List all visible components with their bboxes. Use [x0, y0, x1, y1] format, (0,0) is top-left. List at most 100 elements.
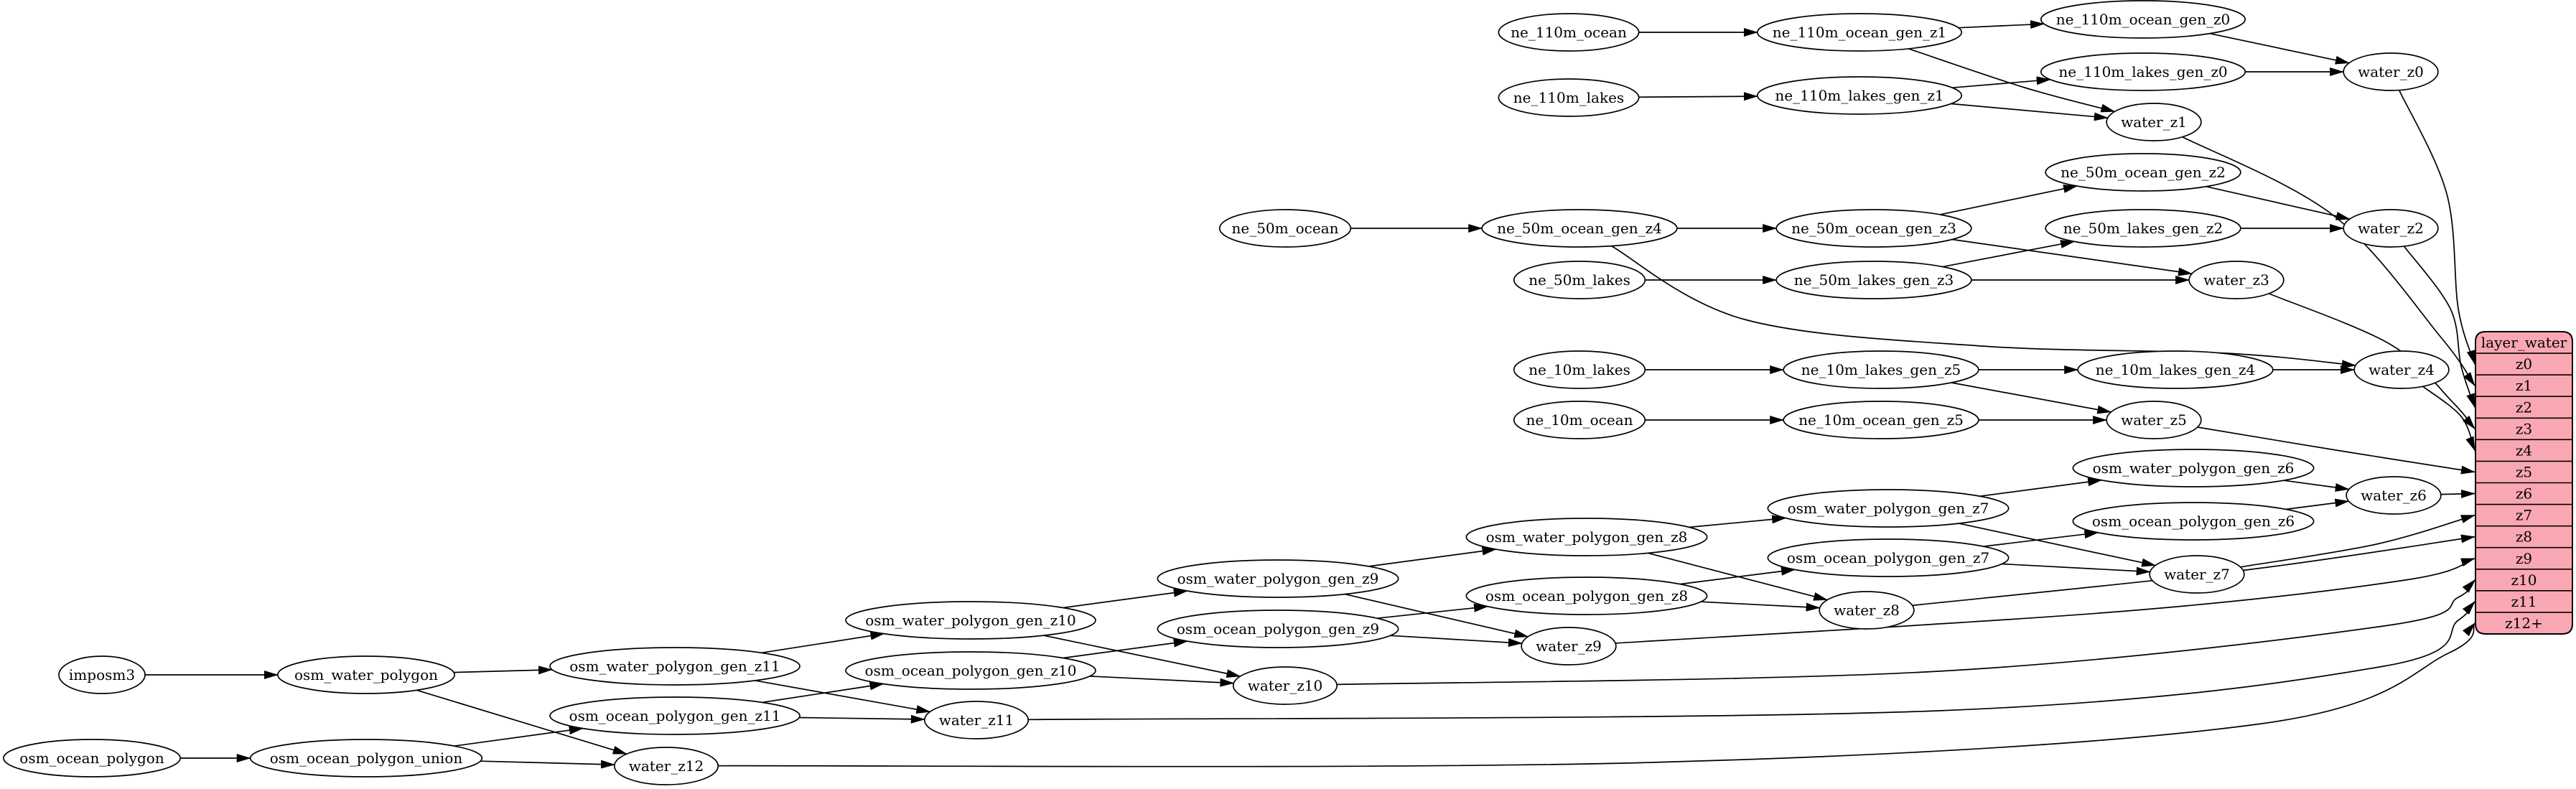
node-ellipse-ne_50m_lakes: [1513, 261, 1646, 299]
node-ellipse-osm_water_polygon_gen_z9: [1157, 559, 1399, 598]
node-ellipse-osm_ocean_polygon_gen_z11: [549, 696, 801, 735]
node-label-water_z9: water_z9: [1536, 638, 1602, 655]
edge-osm_ocean_polygon_gen_z11-to-water_z11: [799, 714, 925, 724]
node-label-ne_110m_ocean: ne_110m_ocean: [1511, 24, 1627, 41]
record-row-z1: z1: [2516, 377, 2532, 394]
record-row-z2: z2: [2516, 398, 2532, 416]
node-label-osm_ocean_polygon_gen_z6: osm_ocean_polygon_gen_z6: [2092, 513, 2295, 530]
edge-osm_water_polygon-to-osm_water_polygon_gen_z11: [454, 666, 553, 675]
node-ne_50m_lakes_gen_z2: ne_50m_lakes_gen_z2: [2045, 209, 2241, 248]
edge-osm_water_polygon_gen_z11-to-water_z11: [755, 680, 931, 714]
node-ne_50m_ocean_gen_z3: ne_50m_ocean_gen_z3: [1775, 209, 1972, 248]
node-ellipse-water_z6: [2346, 476, 2442, 515]
node-ellipse-osm_ocean_polygon_gen_z9: [1157, 610, 1399, 648]
node-osm_ocean_polygon_gen_z8: osm_ocean_polygon_gen_z8: [1465, 576, 1708, 615]
node-label-ne_10m_ocean: ne_10m_ocean: [1526, 411, 1633, 429]
edge-ne_110m_lakes_gen_z1-to-ne_110m_lakes_gen_z0: [1952, 76, 2051, 89]
node-water_z8: water_z8: [1819, 591, 1915, 630]
node-ellipse-osm_water_polygon_gen_z10: [845, 601, 1096, 640]
node-ne_110m_lakes: ne_110m_lakes: [1498, 78, 1640, 117]
node-label-water_z1: water_z1: [2121, 113, 2187, 131]
node-ellipse-ne_110m_lakes_gen_z1: [1756, 76, 1963, 115]
record-row-z0: z0: [2516, 355, 2532, 373]
node-ne_110m_lakes_gen_z1: ne_110m_lakes_gen_z1: [1756, 76, 1963, 115]
node-label-water_z0: water_z0: [2358, 63, 2424, 80]
node-label-ne_110m_ocean_gen_z1: ne_110m_ocean_gen_z1: [1773, 24, 1947, 41]
node-ne_50m_lakes_gen_z3: ne_50m_lakes_gen_z3: [1775, 261, 1972, 299]
node-ellipse-water_z2: [2343, 209, 2439, 248]
edge-water_z6-to-layer_water-z6: [2440, 489, 2475, 498]
edge-water_z1-to-layer_water-z1: [2182, 136, 2475, 387]
edge-water_z11-to-layer_water-z11: [1028, 601, 2475, 721]
edge-osm_ocean_polygon_union-to-water_z12: [480, 760, 615, 769]
node-label-osm_water_polygon: osm_water_polygon: [294, 666, 438, 683]
edge-osm_water_polygon_gen_z10-to-water_z10: [1043, 635, 1241, 678]
node-label-water_z5: water_z5: [2121, 411, 2187, 429]
node-label-osm_ocean_polygon_gen_z7: osm_ocean_polygon_gen_z7: [1787, 549, 1989, 566]
node-label-ne_50m_ocean: ne_50m_ocean: [1231, 220, 1338, 237]
edge-ne_50m_ocean_gen_z3-to-ne_50m_ocean_gen_z2: [1939, 185, 2078, 215]
node-label-ne_50m_lakes_gen_z2: ne_50m_lakes_gen_z2: [2063, 220, 2223, 237]
node-label-ne_110m_ocean_gen_z0: ne_110m_ocean_gen_z0: [2056, 11, 2231, 28]
node-label-osm_ocean_polygon_gen_z10: osm_ocean_polygon_gen_z10: [865, 662, 1077, 679]
node-ellipse-ne_50m_lakes_gen_z2: [2045, 209, 2241, 248]
edge-osm_ocean_polygon_gen_z7-to-osm_ocean_polygon_gen_z6: [1983, 530, 2099, 547]
node-ellipse-water_z5: [2106, 401, 2202, 439]
record-row-z10: z10: [2511, 571, 2537, 589]
node-ellipse-ne_10m_lakes_gen_z4: [2077, 350, 2274, 389]
node-label-water_z8: water_z8: [1834, 602, 1900, 619]
edge-osm_ocean_polygon_gen_z10-to-osm_ocean_polygon_gen_z9: [1063, 638, 1188, 659]
layer-water-record: layer_waterz0z1z2z3z4z5z6z7z8z9z10z11z12…: [2475, 331, 2573, 635]
edge-osm_ocean_polygon_gen_z9-to-osm_ocean_polygon_gen_z8: [1376, 603, 1488, 620]
node-ellipse-water_z1: [2106, 103, 2202, 141]
node-ellipse-water_z8: [1819, 591, 1915, 630]
node-label-ne_110m_lakes: ne_110m_lakes: [1513, 89, 1624, 106]
node-label-osm_ocean_polygon_gen_z8: osm_ocean_polygon_gen_z8: [1485, 587, 1688, 604]
edge-osm_ocean_polygon_union-to-osm_ocean_polygon_gen_z11: [454, 726, 584, 747]
node-osm_water_polygon_gen_z9: osm_water_polygon_gen_z9: [1157, 559, 1399, 598]
record-row-z9: z9: [2516, 550, 2532, 567]
edge-osm_water_polygon_gen_z11-to-osm_water_polygon_gen_z10: [761, 631, 885, 654]
record-row-z12+: z12+: [2505, 615, 2543, 632]
node-ne_50m_ocean_gen_z4: ne_50m_ocean_gen_z4: [1481, 209, 1678, 248]
node-ne_110m_ocean_gen_z1: ne_110m_ocean_gen_z1: [1756, 13, 1963, 52]
node-osm_ocean_polygon_gen_z9: osm_ocean_polygon_gen_z9: [1157, 610, 1399, 648]
node-ellipse-water_z10: [1232, 666, 1338, 705]
record-row-z8: z8: [2516, 528, 2532, 546]
node-label-osm_ocean_polygon_gen_z9: osm_ocean_polygon_gen_z9: [1177, 620, 1379, 638]
edge-water_z0-to-layer_water-z0: [2398, 90, 2475, 365]
node-label-water_z2: water_z2: [2358, 220, 2424, 237]
edge-osm_water_polygon-to-water_z12: [416, 689, 627, 755]
record-row-z4: z4: [2516, 442, 2532, 459]
node-ellipse-osm_ocean_polygon: [3, 739, 181, 778]
node-ellipse-ne_50m_ocean_gen_z4: [1481, 209, 1678, 248]
node-label-ne_50m_ocean_gen_z2: ne_50m_ocean_gen_z2: [2061, 164, 2226, 181]
edges-layer: [145, 20, 2475, 769]
edge-ne_50m_ocean_gen_z2-to-water_z2: [2206, 185, 2351, 220]
node-label-water_z7: water_z7: [2164, 566, 2230, 583]
edge-water_z9-to-layer_water-z9: [1615, 557, 2475, 644]
node-ne_10m_ocean: ne_10m_ocean: [1513, 401, 1646, 439]
node-ellipse-osm_ocean_polygon_gen_z8: [1465, 576, 1708, 615]
node-label-osm_water_polygon_gen_z11: osm_water_polygon_gen_z11: [569, 658, 780, 675]
node-ellipse-ne_110m_ocean_gen_z0: [2040, 0, 2246, 39]
node-label-ne_110m_lakes_gen_z0: ne_110m_lakes_gen_z0: [2058, 63, 2227, 80]
edge-osm_water_polygon_gen_z8-to-osm_water_polygon_gen_z7: [1689, 515, 1787, 528]
node-water_z7: water_z7: [2149, 555, 2245, 594]
record-row-z6: z6: [2516, 485, 2532, 503]
node-label-ne_10m_lakes: ne_10m_lakes: [1529, 361, 1630, 378]
node-water_z1: water_z1: [2106, 103, 2202, 141]
node-osm_ocean_polygon: osm_ocean_polygon: [3, 739, 181, 778]
node-ellipse-osm_water_polygon_gen_z11: [549, 647, 801, 686]
node-water_z10: water_z10: [1232, 666, 1338, 705]
node-ellipse-ne_10m_lakes_gen_z5: [1783, 350, 1979, 389]
node-ne_110m_lakes_gen_z0: ne_110m_lakes_gen_z0: [2040, 52, 2246, 91]
edge-water_z5-to-layer_water-z5: [2197, 426, 2475, 475]
node-water_z6: water_z6: [2346, 476, 2442, 515]
node-water_z11: water_z11: [923, 701, 1030, 739]
node-osm_water_polygon_gen_z6: osm_water_polygon_gen_z6: [2072, 449, 2315, 487]
edge-osm_ocean_polygon_gen_z11-to-osm_ocean_polygon_gen_z10: [762, 681, 885, 704]
edge-osm_water_polygon_gen_z9-to-water_z9: [1344, 593, 1529, 638]
edge-ne_110m_ocean_gen_z0-to-water_z0: [2209, 32, 2350, 65]
